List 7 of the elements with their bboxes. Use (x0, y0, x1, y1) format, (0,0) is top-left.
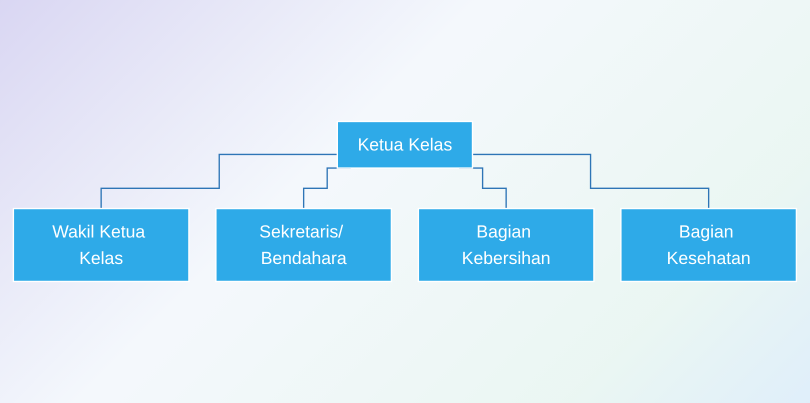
connector (472, 154, 710, 210)
node-box: Ketua Kelas (336, 120, 474, 169)
node-box: Bagian Kesehatan (620, 208, 798, 282)
connector (100, 154, 338, 210)
node-box: Bagian Kebersihan (418, 208, 595, 282)
node-box: Sekretaris/ Bendahara (215, 208, 392, 282)
node-box: Wakil Ketua Kelas (12, 208, 190, 282)
